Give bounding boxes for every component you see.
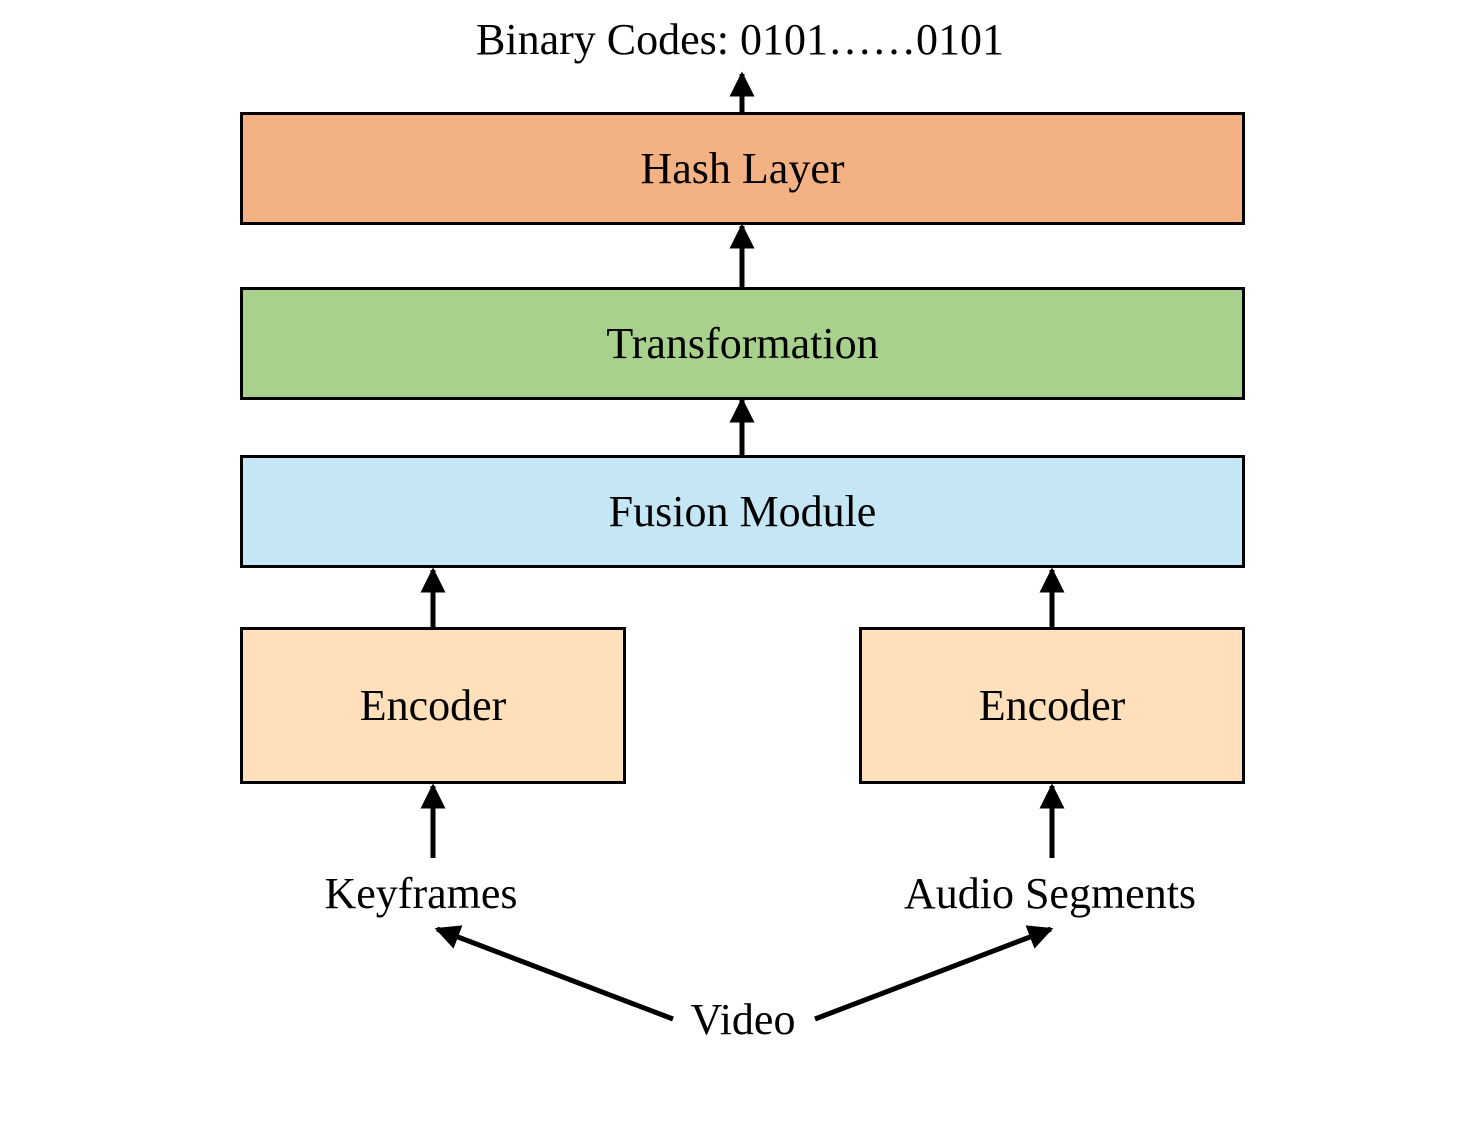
transformation-block: Transformation <box>240 287 1245 400</box>
hash-layer-label: Hash Layer <box>640 143 845 193</box>
fusion-module-block: Fusion Module <box>240 455 1245 568</box>
audio-segments-label: Audio Segments <box>903 869 1197 918</box>
fusion-module-label: Fusion Module <box>608 486 877 536</box>
arrow-video-to-audio <box>814 925 1054 1022</box>
hash-layer-block: Hash Layer <box>240 112 1245 225</box>
encoder-right-label: Encoder <box>978 680 1126 730</box>
encoder-left-block: Encoder <box>240 627 626 784</box>
encoder-left-label: Encoder <box>359 680 507 730</box>
video-label: Video <box>690 995 796 1044</box>
output-label: Binary Codes: 0101……0101 <box>476 15 1004 64</box>
transformation-label: Transformation <box>606 318 879 368</box>
encoder-right-block: Encoder <box>859 627 1245 784</box>
arrow-video-to-keyframes <box>434 925 674 1022</box>
keyframes-label: Keyframes <box>324 869 518 918</box>
